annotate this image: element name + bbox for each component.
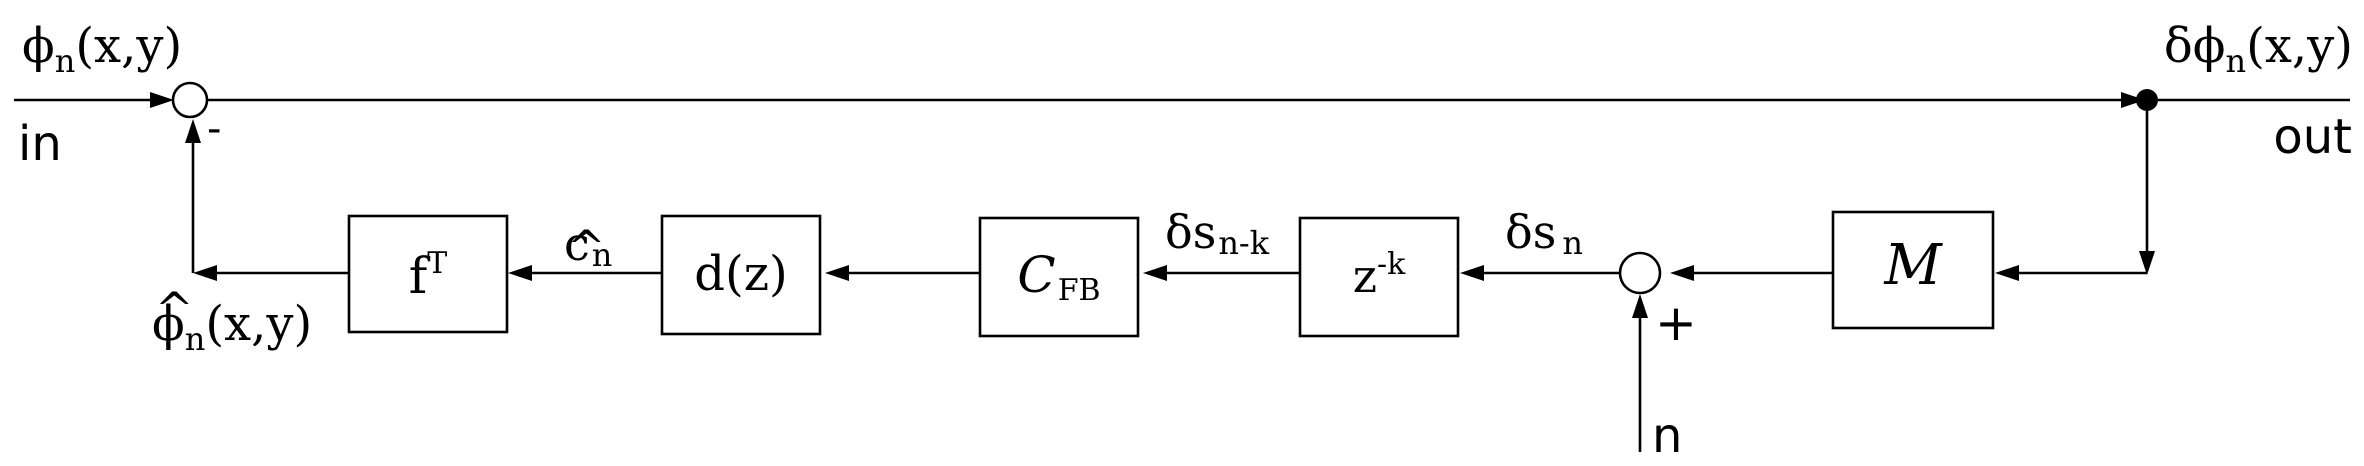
dz-block: [660, 214, 822, 336]
minus-sign: -: [207, 106, 221, 152]
noise-summing-junction: [1618, 251, 1662, 295]
delay-block: [1298, 216, 1460, 338]
coeff-hat: ^: [567, 220, 606, 274]
ft-out-arrowhead: [193, 265, 217, 281]
sum-to-zk-arrowhead: [1460, 265, 1484, 281]
plus-sign: +: [1655, 294, 1697, 352]
input-summing-junction: [171, 81, 209, 119]
zk-to-cfb-arrowhead: [1143, 265, 1167, 281]
noise-arrowhead: [1632, 294, 1648, 318]
cfb-block: [978, 216, 1140, 338]
cfb-to-dz-arrowhead: [825, 265, 849, 281]
output-node: [2136, 89, 2158, 111]
m-block-label: M: [1883, 233, 1943, 298]
input-signal-label: ϕn(x,y): [22, 18, 182, 80]
to-m-arrowhead: [1995, 265, 2019, 281]
branch-down-arrowhead: [2139, 251, 2155, 275]
forward-arrowhead: [2121, 92, 2145, 108]
ft-block: [347, 214, 509, 334]
dz-block-label: d(z): [694, 246, 787, 302]
delayed-signal-label: δsn-k: [1165, 205, 1270, 262]
delay-block-label: z-k: [1353, 247, 1406, 303]
coeff-signal-label: cn: [564, 217, 612, 274]
feedback-up-arrowhead: [185, 119, 201, 143]
in-label: in: [18, 116, 62, 172]
out-label: out: [2273, 109, 2352, 165]
m-to-sum-arrowhead: [1670, 265, 1694, 281]
estimate-hat: ^: [155, 282, 194, 336]
m-block: [1831, 210, 1995, 330]
ft-block-label: fT: [409, 246, 448, 305]
output-signal-label: δϕn(x,y): [2164, 18, 2353, 80]
noise-label: n: [1652, 408, 1682, 464]
dz-to-ft-arrowhead: [508, 265, 532, 281]
estimate-signal-label: ϕn(x,y): [152, 296, 312, 358]
cfb-block-label: CFB: [1017, 246, 1100, 308]
input-arrowhead: [150, 92, 174, 108]
